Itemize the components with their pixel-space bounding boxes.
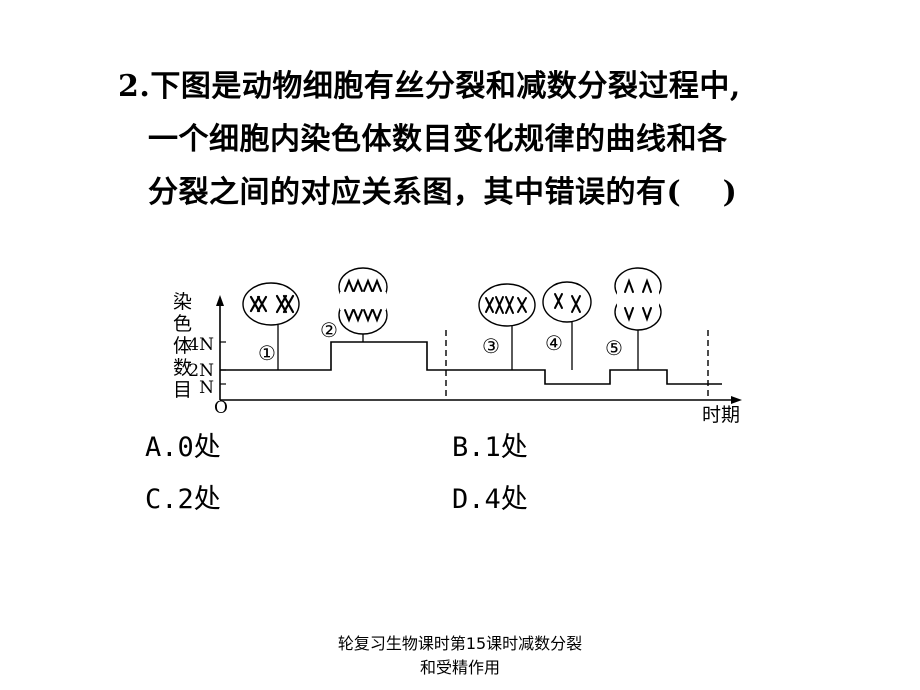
ylabel-char: 色 xyxy=(173,313,192,335)
question-line-2: 一个细胞内染色体数目变化规律的曲线和各 xyxy=(148,122,728,157)
footer-line-1: 轮复习生物课时第15课时减数分裂 xyxy=(337,634,583,653)
choice-b[interactable]: B.1处 xyxy=(452,432,528,463)
callout-4: ④ xyxy=(542,281,592,370)
xlabel: 时期 xyxy=(702,404,740,426)
callout-2: ② xyxy=(320,267,388,342)
callout-1: ① xyxy=(242,282,300,370)
chromosome-icon xyxy=(554,293,581,313)
cell-bubble xyxy=(478,283,536,327)
question-line-3: 分裂之间的对应关系图，其中错误的有( ) xyxy=(148,175,738,210)
ylabel-char: 体 xyxy=(173,335,192,357)
ylabel-char: 目 xyxy=(173,379,192,401)
ylabel-char: 染 xyxy=(173,291,192,313)
chromosome-icon xyxy=(485,296,527,314)
ytick-4n: 4N xyxy=(188,335,214,355)
callout-5: ⑤ xyxy=(605,267,662,370)
callout-marker-5: ⑤ xyxy=(605,336,623,360)
callout-marker-1: ① xyxy=(258,341,276,365)
x-axis-arrow xyxy=(731,396,742,404)
callout-marker-3: ③ xyxy=(482,334,500,358)
choice-a[interactable]: A.0处 xyxy=(145,432,221,463)
chromosome-icon xyxy=(344,278,382,323)
choice-d[interactable]: D.4处 xyxy=(452,484,528,515)
origin-label: O xyxy=(214,398,228,418)
chromosome-curve xyxy=(220,341,722,385)
cell-bubble xyxy=(242,282,300,326)
ylabel-char: 数 xyxy=(173,357,192,379)
cell-bubble xyxy=(542,281,592,323)
chromosome-icon xyxy=(249,294,295,314)
chromosome-icon xyxy=(624,278,652,322)
question-line-1: 2.下图是动物细胞有丝分裂和减数分裂过程中, xyxy=(118,69,741,104)
footer-line-2: 和受精作用 xyxy=(419,658,500,677)
ytick-n: N xyxy=(199,378,214,398)
callout-3: ③ xyxy=(478,283,536,370)
y-axis-arrow xyxy=(216,295,224,306)
cell-bubble-waist xyxy=(340,292,386,310)
callout-marker-4: ④ xyxy=(545,331,563,355)
callout-marker-2: ② xyxy=(320,318,338,342)
choice-c[interactable]: C.2处 xyxy=(145,484,221,515)
ytick-2n: 2N xyxy=(188,361,214,381)
cell-bubble-waist xyxy=(617,291,659,307)
